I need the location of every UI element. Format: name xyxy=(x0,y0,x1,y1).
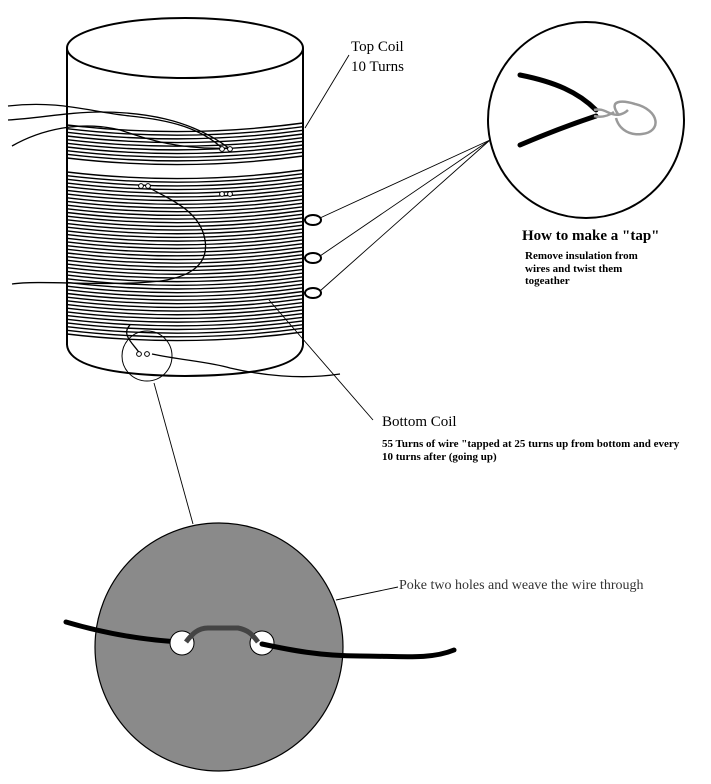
bottom-coil-turn xyxy=(66,195,304,205)
bottom-coil-turn xyxy=(66,169,304,180)
top-coil-turn xyxy=(66,147,304,158)
bottom-coil-turn xyxy=(66,180,304,191)
tap-holes xyxy=(136,146,233,357)
bottom-coil-turn xyxy=(66,309,304,320)
bottom-coil-turn xyxy=(66,172,304,183)
bottom-coil-turn xyxy=(66,176,304,187)
bottom-coil-turn xyxy=(66,220,304,231)
bottom-coil-turn xyxy=(66,272,304,283)
tap-loops xyxy=(304,214,322,299)
bottom-coil-turn xyxy=(66,323,304,334)
bottom-coil-turn xyxy=(66,287,304,298)
hole-marker-circle xyxy=(121,330,173,382)
bottom-coil-turn xyxy=(66,191,304,202)
bottom-coil-turn xyxy=(66,253,304,264)
bottom-coil-turn xyxy=(66,283,304,294)
bottom-coil-turn xyxy=(66,213,304,224)
bottom-coil-turn xyxy=(66,257,304,268)
coil-form xyxy=(66,17,304,378)
bottom-coil-turn xyxy=(66,305,304,316)
bottom-coil-turn xyxy=(66,331,304,342)
bottom-coil-turn xyxy=(66,206,304,217)
bottom-coil-turn xyxy=(66,327,304,338)
bottom-coil-turn xyxy=(66,294,304,305)
bottom-coil-turn xyxy=(66,202,304,213)
bottom-coil-turn xyxy=(66,224,304,235)
lead-wires xyxy=(7,103,341,378)
top-coil-turn xyxy=(66,155,304,166)
bottom-coil-turn xyxy=(66,268,304,279)
bottom-coil-turn xyxy=(66,298,304,309)
bottom-coil-description: 55 Turns of wire "tapped at 25 turns up … xyxy=(382,438,680,463)
top-coil-title: Top Coil xyxy=(351,39,404,55)
bottom-coil-turn xyxy=(66,250,304,261)
bottom-coil-turn xyxy=(66,184,304,194)
bottom-coil-windings xyxy=(66,169,304,342)
top-coil-turn xyxy=(66,144,304,155)
bottom-coil-turn xyxy=(66,242,304,253)
bottom-coil-turn xyxy=(66,316,304,327)
holes-caption: Poke two holes and weave the wire throug… xyxy=(399,578,644,593)
bottom-coil-turn xyxy=(66,239,304,250)
top-coil-turn xyxy=(66,125,304,136)
top-coil-turn xyxy=(66,151,304,162)
tap-description: Remove insulation from wires and twist t… xyxy=(525,250,638,288)
bottom-coil-turn xyxy=(66,231,304,242)
bottom-coil-turn xyxy=(66,261,304,272)
top-coil-turns: 10 Turns xyxy=(351,59,404,75)
bottom-coil-turn xyxy=(66,320,304,331)
bottom-coil-turn xyxy=(66,235,304,246)
bottom-coil-title: Bottom Coil xyxy=(382,414,457,430)
bottom-coil-turn xyxy=(66,228,304,239)
bottom-coil-turn xyxy=(66,279,304,290)
hole-detail xyxy=(63,522,457,772)
bottom-coil-turn xyxy=(66,187,304,198)
tap-title: How to make a "tap" xyxy=(522,228,660,244)
bottom-coil-turn xyxy=(66,217,304,228)
top-coil-windings xyxy=(66,122,304,166)
bottom-coil-turn xyxy=(66,290,304,301)
top-coil-turn xyxy=(66,122,304,133)
bottom-coil-turn xyxy=(66,209,304,220)
leader-lines xyxy=(153,54,491,601)
tap-detail xyxy=(487,21,685,219)
bottom-coil-turn xyxy=(66,246,304,257)
top-coil-turn xyxy=(66,133,304,144)
bottom-coil-turn xyxy=(66,198,304,209)
bottom-coil-turn xyxy=(66,276,304,286)
bottom-coil-turn xyxy=(66,312,304,323)
top-coil-turn xyxy=(66,129,304,140)
top-coil-turn xyxy=(66,140,304,151)
bottom-coil-turn xyxy=(66,301,304,312)
